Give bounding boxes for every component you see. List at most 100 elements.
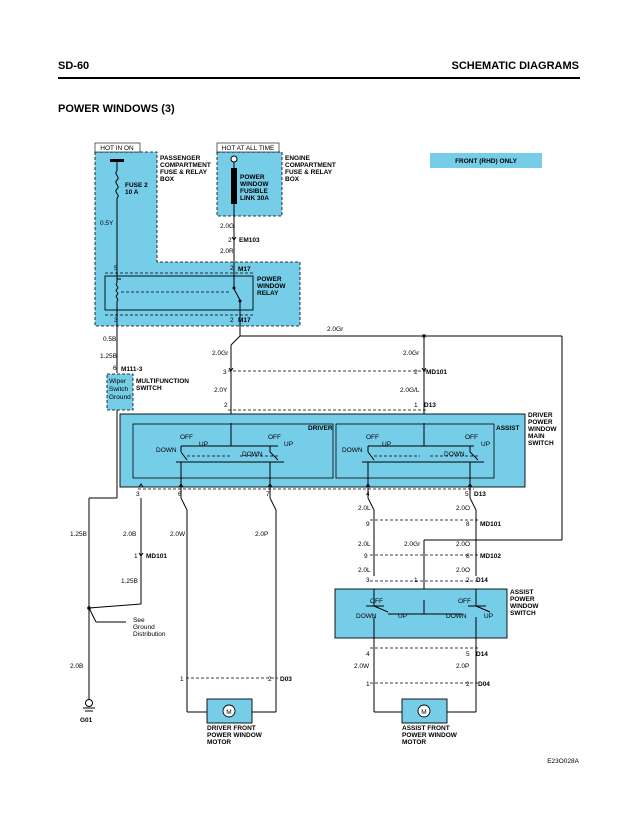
engine-box-region <box>216 151 283 217</box>
assist-off-right: OFF <box>465 434 478 441</box>
relay-label-2: WINDOW <box>257 283 286 290</box>
connector-d14-bottom: D14 <box>476 651 488 658</box>
assist-up-left: UP <box>382 441 391 448</box>
page-number: SD-60 <box>58 60 90 72</box>
pin-relay-2-top: 2 <box>230 265 234 272</box>
fuse-2 <box>110 159 124 266</box>
power-window-relay <box>104 275 254 311</box>
pin-d14-1: 1 <box>414 577 418 584</box>
driver-label: DRIVER <box>308 425 333 432</box>
assist-switch-contacts-lower <box>366 589 491 650</box>
driver-switch-section <box>132 423 334 479</box>
passenger-box-label: PASSENGER COMPARTMENT FUSE & RELAY BOX <box>160 155 211 183</box>
assist-motor-label-2: POWER WINDOW <box>402 732 458 739</box>
assist-lower-up-right: UP <box>484 613 493 620</box>
connector-d13-top: D13 <box>424 402 436 409</box>
pin-md101-1: 1 <box>134 553 138 560</box>
assist-switch-label-4: SWITCH <box>510 610 536 617</box>
wire-2-0w-center: 2.0W <box>170 531 186 538</box>
engine-box-label: ENGINE COMPARTMENT FUSE & RELAY BOX <box>285 155 336 183</box>
assist-switch-label-1: ASSIST <box>510 589 534 596</box>
image-code: E23O028A <box>547 758 579 765</box>
wire-2-0o-low: 2.0O <box>456 567 470 574</box>
fuse-label-2: 10 A <box>125 189 139 196</box>
svg-text:BOX: BOX <box>160 176 175 183</box>
driver-off-right: OFF <box>268 434 281 441</box>
assist-motor-label-1: ASSIST FRONT <box>402 725 450 732</box>
pin-relay-5: 5 <box>114 265 118 272</box>
main-switch-label-3: WINDOW <box>528 426 557 433</box>
wiper-label-1: Wiper <box>109 378 127 385</box>
wiper-switch-ground <box>106 373 134 411</box>
driver-motor-label-1: DRIVER FRONT <box>207 725 256 732</box>
wire-0-5b: 0.5B <box>103 336 116 343</box>
driver-down-left: DOWN <box>156 447 177 454</box>
pin-d04-2: 2 <box>466 681 470 688</box>
connector-m17-top: M17 <box>238 266 251 273</box>
pin-relay-2-bottom: 2 <box>230 317 234 324</box>
assist-down-left: DOWN <box>342 447 363 454</box>
connector-em103: EM103 <box>239 237 260 244</box>
see-ground-2: Ground <box>133 624 155 631</box>
assist-up-right: UP <box>481 441 490 448</box>
multifunction-label-2: SWITCH <box>136 385 162 392</box>
pin-d13-2: 2 <box>224 402 228 409</box>
passenger-box-region <box>94 151 301 327</box>
assist-lower-up-left: UP <box>398 613 407 620</box>
wire-2-0gr-top: 2.0Gr <box>327 326 344 333</box>
relay-label-3: RELAY <box>257 290 279 297</box>
svg-text:COMPARTMENT: COMPARTMENT <box>160 162 211 169</box>
assist-switch-contacts <box>362 423 484 498</box>
svg-text:COMPARTMENT: COMPARTMENT <box>285 162 336 169</box>
pin-d13-7: 7 <box>266 491 270 498</box>
assist-lower-off-right: OFF <box>458 598 471 605</box>
hot-at-all-time-label <box>216 142 280 153</box>
pin-d13-4: 4 <box>366 491 370 498</box>
fusible-label-3: FUSIBLE <box>240 188 268 195</box>
see-ground-3: Distribution <box>133 631 166 638</box>
assist-lower-down-right: DOWN <box>446 613 467 620</box>
connector-d14-top: D14 <box>476 577 488 584</box>
connector-m111: M111-3 <box>121 366 143 373</box>
driver-off-left: OFF <box>180 434 193 441</box>
wire-2-0gl: 2.0G/L <box>400 387 420 394</box>
driver-motor-label-3: MOTOR <box>207 739 231 746</box>
ground-symbol <box>83 699 95 712</box>
connector-md102: MD102 <box>480 553 501 560</box>
driver-up-right: UP <box>284 441 293 448</box>
section-title: SCHEMATIC DIAGRAMS <box>451 60 579 72</box>
pin-md102-9: 9 <box>364 553 368 560</box>
connector-d13-bottom: D13 <box>474 491 486 498</box>
wire-2-0b-left: 2.0B <box>70 663 83 670</box>
wire-1-25b-left: 1.25B <box>70 531 87 538</box>
driver-switch-contacts <box>176 423 284 498</box>
wire-2-0o-top: 2.0O <box>456 505 470 512</box>
wire-2-0l-low: 2.0L <box>358 567 371 574</box>
fusible-link <box>230 155 238 240</box>
see-ground-1: See <box>133 617 145 624</box>
hot-in-on-text: HOT IN ON <box>100 145 134 152</box>
driver-motor-m: M <box>226 709 231 716</box>
wiper-label-3: Ground <box>109 394 131 401</box>
wire-1-25b-low: 1.25B <box>121 578 138 585</box>
pin-md102-8: 8 <box>466 553 470 560</box>
pin-d14-2: 2 <box>466 577 470 584</box>
pin-d04-1: 1 <box>366 681 370 688</box>
connector-md101-top: MD101 <box>426 369 447 376</box>
pin-relay-3: 3 <box>114 317 118 324</box>
assist-switch-section <box>335 423 495 479</box>
wire-2-0g: 2.0G <box>220 223 234 230</box>
connector-md101-left: MD101 <box>146 553 167 560</box>
driver-up-left: UP <box>199 441 208 448</box>
front-rhd-only-badge <box>430 153 542 168</box>
connector-d03: D03 <box>280 676 292 683</box>
wire-0-5y: 0.5Y <box>100 220 114 227</box>
driver-motor-label-2: POWER WINDOW <box>207 732 263 739</box>
wire-2-0r: 2.0R <box>220 248 234 255</box>
svg-text:BOX: BOX <box>285 176 300 183</box>
driver-down-right: DOWN <box>242 451 263 458</box>
assist-motor-label-3: MOTOR <box>402 739 426 746</box>
hot-in-on-label <box>94 142 141 153</box>
pin-d14-4: 4 <box>366 651 370 658</box>
fuse-label-1: FUSE 2 <box>125 182 148 189</box>
